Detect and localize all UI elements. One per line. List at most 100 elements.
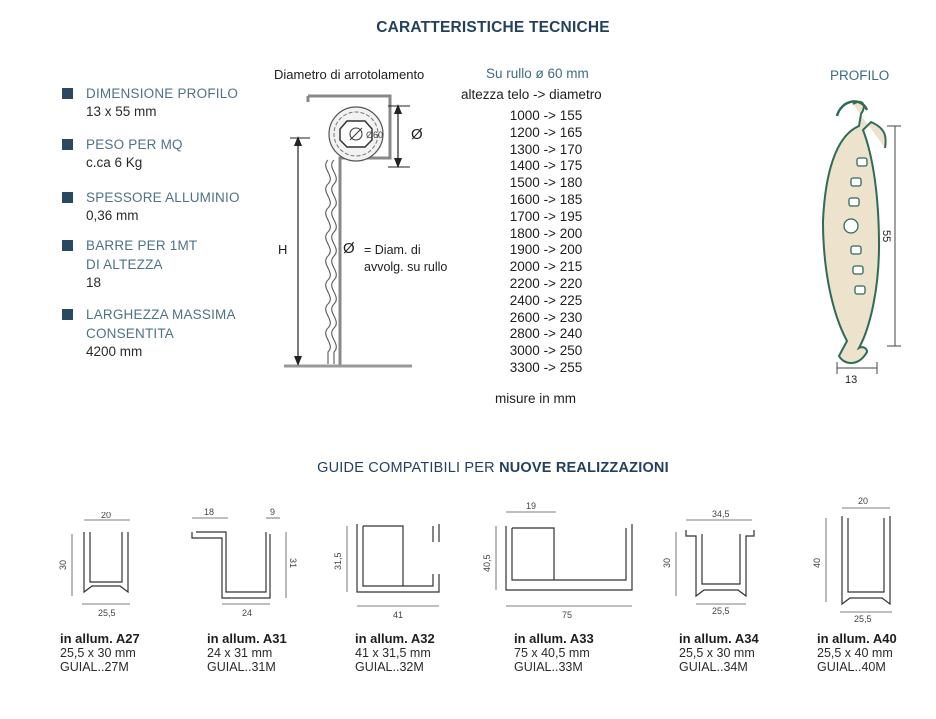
height-label: H [278, 242, 288, 257]
legend-line-1: = Diam. di [364, 243, 421, 257]
guide-drawing-a40: 20 40 25,5 [812, 496, 892, 624]
spec-value: 13 x 55 mm [86, 104, 157, 119]
guide-a40: in allum. A40 25,5 x 40 mm GUIAL..40M [817, 631, 897, 674]
guide-outline [841, 516, 891, 606]
guide-size: 25,5 x 30 mm [679, 646, 755, 660]
spec-item-barre: BARRE PER 1MT DI ALTEZZA 18 [62, 236, 262, 291]
guide-name: in allum. A34 [679, 631, 759, 646]
guide-a32: in allum. A32 41 x 31,5 mm GUIAL..32M [355, 631, 435, 674]
box-outline [308, 94, 392, 366]
legend-line-2: avvolg. su rullo [364, 260, 448, 274]
spec-value: 0,36 mm [86, 208, 139, 223]
diagram-title: Diametro di arrotolamento [274, 67, 425, 82]
guide-name: in allum. A32 [355, 631, 435, 646]
spec-value: c.ca 6 Kg [86, 155, 143, 170]
table-row: 2200 -> 220 [509, 275, 583, 291]
guides-title: GUIDE COMPATIBILI PER NUOVE REALIZZAZION… [0, 460, 936, 476]
guide-outline [83, 532, 129, 594]
guide-drawing-a34: 34,5 30 25,5 [662, 509, 755, 616]
dim-top-left: 18 [204, 507, 214, 517]
table-title: Su rullo ø 60 mm [486, 66, 589, 81]
dim-top: 34,5 [712, 509, 730, 519]
guide-outline [685, 530, 755, 598]
guide-name: in allum. A31 [207, 631, 287, 646]
table-row: 2400 -> 225 [509, 292, 583, 308]
guides-title-plain: GUIDE COMPATIBILI PER [317, 460, 500, 476]
guide-drawing-a31: 18 9 31 24 [191, 507, 297, 618]
dim-side: 40,5 [482, 554, 492, 572]
table-row: 1500 -> 180 [509, 175, 583, 191]
dim-top: 19 [526, 501, 536, 511]
guide-size: 25,5 x 30 mm [60, 646, 136, 660]
spec-label: PESO PER MQ [86, 137, 183, 152]
table-row: 1200 -> 165 [509, 124, 583, 140]
roll-diagram: Ø60 [284, 94, 412, 368]
dim-bottom: 24 [242, 608, 252, 618]
bullet-icon [62, 139, 73, 150]
table-note: misure in mm [495, 391, 577, 406]
dim-bottom: 25,5 [712, 606, 730, 616]
profile-title: PROFILO [830, 68, 890, 83]
spec-value: 18 [86, 275, 102, 290]
guide-drawing-a33: 19 40,5 75 [482, 501, 633, 620]
dim-top-right: 9 [270, 507, 275, 517]
table-row: 3300 -> 255 [509, 359, 583, 375]
guide-code: GUIAL..27M [60, 660, 129, 674]
guide-code: GUIAL..33M [514, 660, 583, 674]
guide-drawing-a27: 20 30 25,5 [58, 512, 130, 618]
dim-side: 40 [812, 558, 822, 568]
guide-code: GUIAL..34M [679, 660, 748, 674]
slats-curtain [325, 159, 331, 364]
guide-a34: in allum. A34 25,5 x 30 mm GUIAL..34M [679, 631, 759, 674]
spec-label: DIMENSIONE PROFILO [86, 86, 239, 101]
legend-diameter-symbol-icon: Ø [343, 240, 355, 257]
guides-title-bold: NUOVE REALIZZAZIONI [499, 460, 669, 476]
spec-item-larghezza: LARGHEZZA MASSIMA CONSENTITA 4200 mm [62, 305, 262, 360]
dim-top: 20 [858, 496, 868, 506]
diameter-symbol-icon: Ø [411, 126, 423, 143]
spec-item-spessore: SPESSORE ALLUMINIO 0,36 mm [62, 188, 262, 224]
guide-a33: in allum. A33 75 x 40,5 mm GUIAL..33M [514, 631, 594, 674]
guide-size: 75 x 40,5 mm [514, 646, 590, 660]
spec-item-dimensione: DIMENSIONE PROFILO 13 x 55 mm [62, 84, 262, 120]
profile-width-label: 13 [845, 374, 858, 386]
bullet-icon [62, 309, 73, 320]
guide-size: 41 x 31,5 mm [355, 646, 431, 660]
bullet-icon [62, 192, 73, 203]
dim-top: 20 [101, 512, 111, 520]
table-row: 1600 -> 185 [509, 191, 583, 207]
profile-drawing [821, 100, 901, 374]
guide-name: in allum. A27 [60, 631, 140, 646]
table-row: 1800 -> 200 [509, 225, 583, 241]
dim-side: 30 [58, 560, 68, 570]
diameter-table: 1000 -> 155 1200 -> 165 1300 -> 170 1400… [487, 108, 605, 377]
table-row: 2600 -> 230 [509, 309, 583, 325]
spec-label: LARGHEZZA MASSIMA CONSENTITA [86, 307, 236, 341]
dim-side: 31,5 [333, 552, 343, 570]
guide-code: GUIAL..32M [355, 660, 424, 674]
diam-60-label: Ø60 [366, 130, 383, 140]
guide-code: GUIAL..31M [207, 660, 276, 674]
table-row: 1900 -> 200 [509, 242, 583, 258]
guide-a31: in allum. A31 24 x 31 mm GUIAL..31M [207, 631, 287, 674]
table-row: 1700 -> 195 [509, 208, 583, 224]
table-row: 2000 -> 215 [509, 259, 583, 275]
guide-size: 25,5 x 40 mm [817, 646, 893, 660]
table-row: 1300 -> 170 [509, 141, 583, 157]
dim-side: 30 [662, 558, 672, 568]
dim-side: 31 [288, 558, 297, 568]
table-row: 1400 -> 175 [509, 158, 583, 174]
dim-bottom: 41 [393, 610, 403, 620]
spec-value: 4200 mm [86, 344, 143, 359]
profile-height-label: 55 [880, 230, 892, 243]
dim-bottom: 25,5 [854, 614, 872, 624]
table-row: 2800 -> 240 [509, 326, 583, 342]
table-row: 3000 -> 250 [509, 343, 583, 359]
guide-name: in allum. A33 [514, 631, 594, 646]
guide-drawing-a32: 31,5 41 [333, 524, 440, 620]
table-header: altezza telo -> diametro [461, 87, 602, 102]
guide-outline [505, 524, 633, 591]
spec-item-peso: PESO PER MQ c.ca 6 Kg [62, 135, 262, 171]
guide-size: 24 x 31 mm [207, 646, 273, 660]
dim-bottom: 25,5 [98, 608, 116, 618]
